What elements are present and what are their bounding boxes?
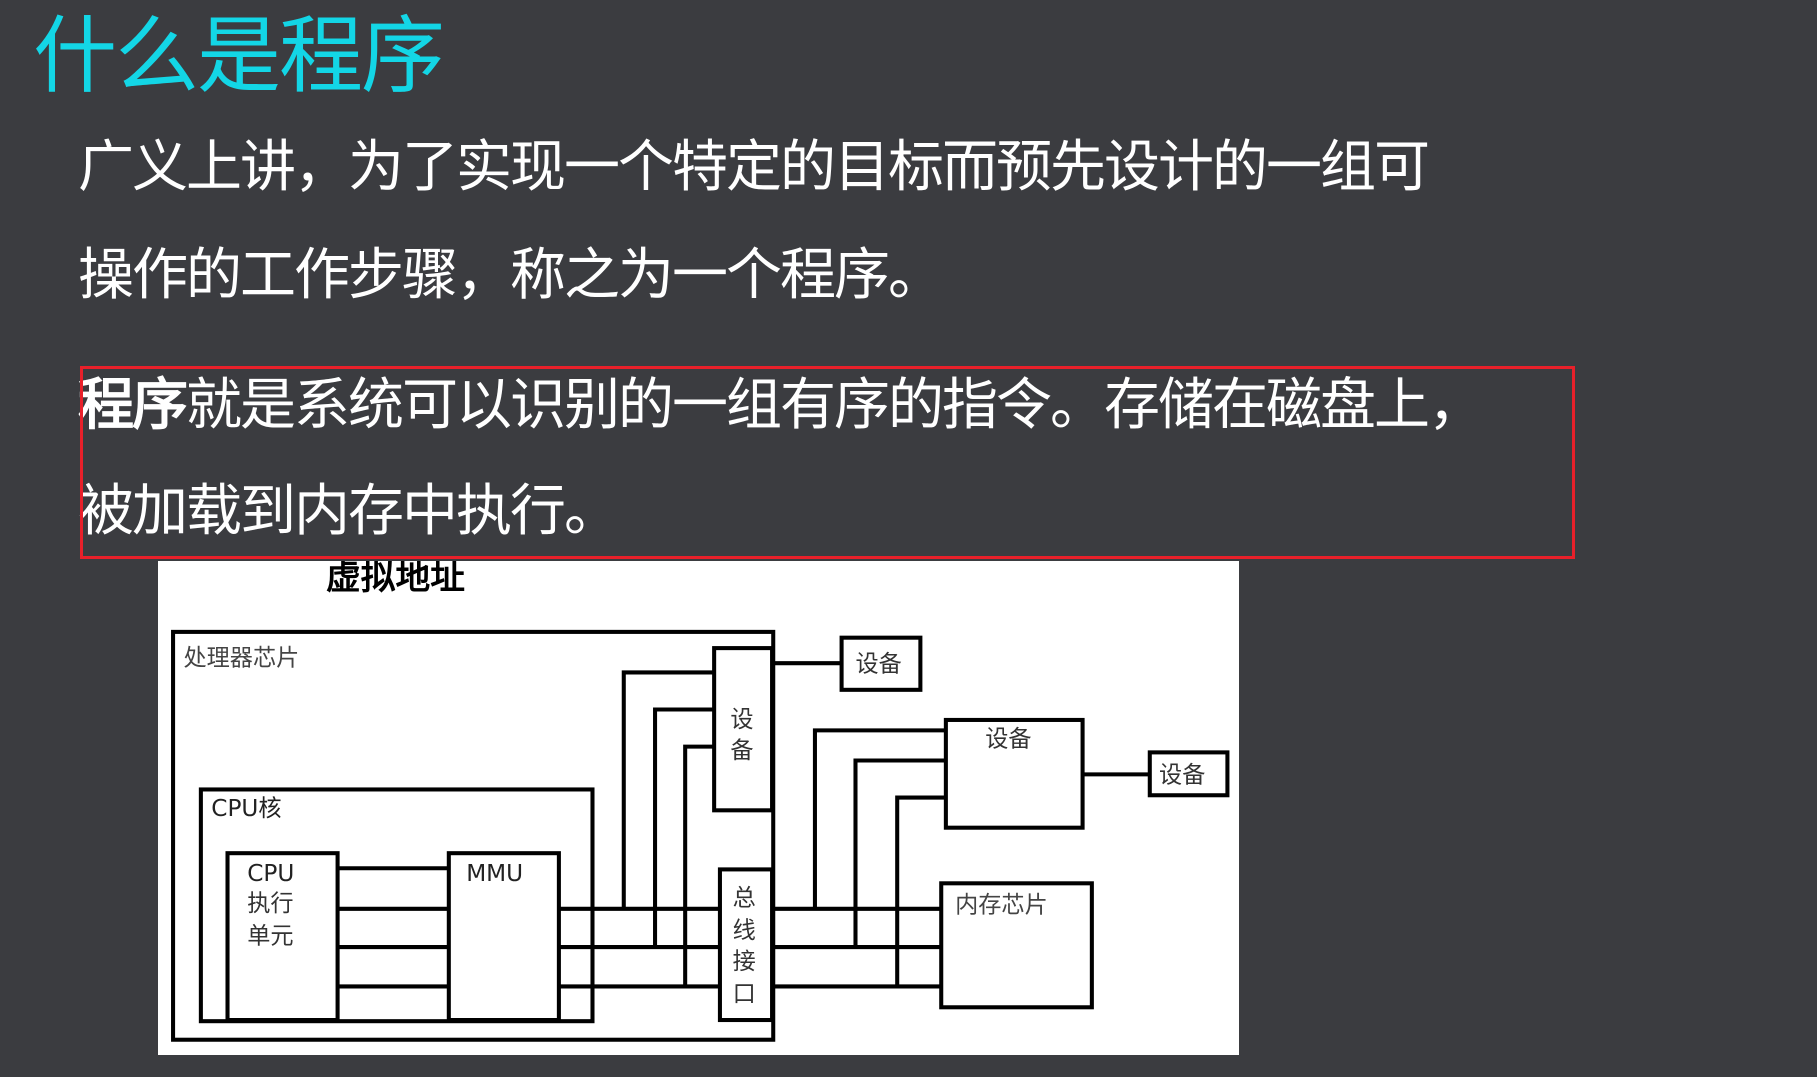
virtual-address-diagram: 虚拟地址 处理器芯片 CPU核 CPU 执行 单元 MMU 设 备 总 线 接 … <box>158 561 1239 1055</box>
highlight-line-1: 程序就是系统可以识别的一组有序的指令。存储在磁盘上， <box>78 373 1484 438</box>
highlight-line-1-rest: 就是系统可以识别的一组有序的指令。存储在磁盘上， <box>186 373 1484 438</box>
diagram-title: 虚拟地址 <box>326 561 465 598</box>
bus-label-3: 接 <box>733 948 756 975</box>
mmu-label: MMU <box>466 860 523 887</box>
definition-line-2: 操作的工作步骤，称之为一个程序。 <box>78 243 944 308</box>
memory-chip-label: 内存芯片 <box>955 891 1048 918</box>
definition-line-1: 广义上讲，为了实现一个特定的目标而预先设计的一组可 <box>78 135 1430 200</box>
device-vertical-label-2: 备 <box>730 737 753 764</box>
device-middle-label: 设备 <box>985 726 1031 753</box>
cpu-exec-label-1: CPU <box>247 860 294 887</box>
mmu-box <box>446 851 561 1023</box>
cpu-core-label: CPU核 <box>211 795 281 822</box>
processor-chip-box <box>171 629 776 1042</box>
bus-label-1: 总 <box>733 884 756 911</box>
bus-label-2: 线 <box>733 917 756 944</box>
bus-interface-box <box>717 867 775 1023</box>
device-vertical-label-1: 设 <box>730 706 753 733</box>
cpu-exec-unit-box <box>225 851 340 1023</box>
cpu-exec-label-2: 执行 <box>247 890 293 917</box>
slide-title: 什么是程序 <box>33 7 445 105</box>
highlight-line-2: 被加载到内存中执行。 <box>78 479 620 544</box>
bus-label-4: 口 <box>733 980 756 1007</box>
cpu-core-box <box>198 787 595 1024</box>
cpu-exec-label-3: 单元 <box>247 923 293 950</box>
device-vertical-box <box>712 646 775 813</box>
device-top-label: 设备 <box>855 650 901 677</box>
processor-chip-label: 处理器芯片 <box>183 644 299 671</box>
device-right-label: 设备 <box>1159 762 1205 789</box>
program-bold-term: 程序 <box>78 373 188 438</box>
